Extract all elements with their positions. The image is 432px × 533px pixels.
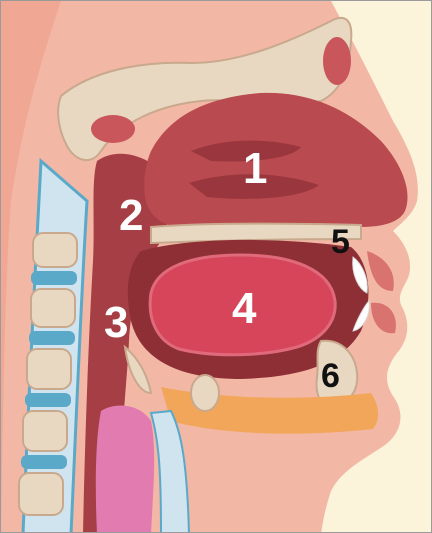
- disc-3: [25, 393, 71, 407]
- vertebra-3: [27, 349, 71, 389]
- sphenoid-sinus: [91, 115, 135, 143]
- vertebra-4: [23, 411, 67, 451]
- vertebra-2: [31, 289, 75, 327]
- esophagus: [96, 406, 154, 533]
- vertebra-5: [19, 473, 63, 515]
- disc-2: [29, 331, 75, 345]
- hyoid-bone: [191, 375, 219, 411]
- disc-1: [31, 271, 77, 285]
- vertebra-1: [33, 233, 77, 267]
- sinus-cavity: [323, 37, 351, 85]
- label-1: 1: [243, 147, 267, 191]
- label-5: 5: [331, 225, 350, 259]
- disc-4: [21, 455, 67, 469]
- label-4: 4: [232, 287, 256, 331]
- label-6: 6: [321, 359, 340, 393]
- label-3: 3: [104, 301, 128, 345]
- label-2: 2: [119, 194, 143, 238]
